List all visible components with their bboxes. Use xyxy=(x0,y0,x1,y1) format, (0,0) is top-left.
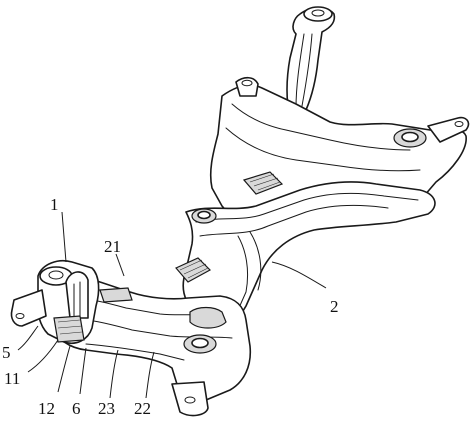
leader-21 xyxy=(115,253,125,277)
leader-lines xyxy=(17,211,327,399)
leader-22 xyxy=(145,351,155,399)
leader-11 xyxy=(27,339,59,373)
callout-22: 22 xyxy=(134,399,151,418)
leader-1 xyxy=(61,211,67,263)
longitudinal-beam xyxy=(175,181,436,322)
upper-tower-arm xyxy=(286,6,336,119)
callout-12: 12 xyxy=(38,399,55,418)
callout-2: 2 xyxy=(330,297,339,316)
leader-5 xyxy=(17,325,39,351)
front-crossmember xyxy=(51,278,252,417)
callout-21: 21 xyxy=(104,237,121,256)
callout-6: 6 xyxy=(72,399,81,418)
callout-23: 23 xyxy=(98,399,115,418)
callout-5: 5 xyxy=(2,343,11,362)
callout-1: 1 xyxy=(50,195,59,214)
front-left-mount xyxy=(10,260,100,344)
leader-23 xyxy=(109,349,119,399)
callout-labels: 1 21 2 5 11 12 6 23 22 xyxy=(2,195,339,418)
callout-11: 11 xyxy=(4,369,20,388)
leader-6 xyxy=(79,347,87,395)
leader-12 xyxy=(57,345,71,393)
leader-2 xyxy=(271,261,327,289)
rear-crossmember xyxy=(209,76,470,219)
